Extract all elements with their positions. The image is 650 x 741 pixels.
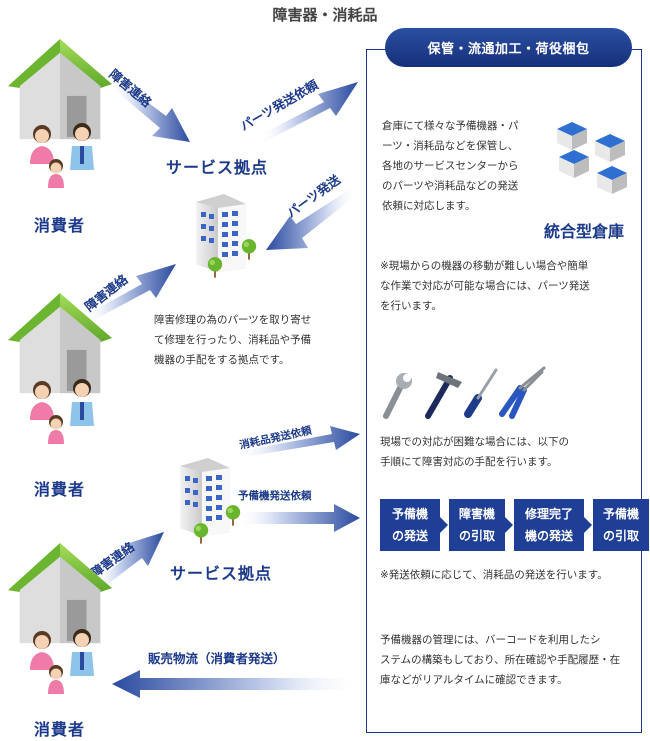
arrow-icon [266, 188, 358, 250]
tools-description: 現場での対応が困難な場合には、以下の 手順にて障害対応の手配を行います。 [380, 436, 569, 468]
panel-title-pill: 保管・流通加工・荷役梱包 [385, 28, 632, 67]
management-description: 予備機器の管理には、バーコードを利用したシ ステムの構築もしており、所在確認や手… [380, 634, 621, 686]
arrow-icon [112, 670, 362, 698]
hammer-icon [425, 372, 462, 419]
flow-step-3: 修理完了機の発送 [514, 499, 584, 551]
tree-icon [207, 257, 223, 278]
sales-logistics-label: 販売物流（消費者発送） [148, 651, 286, 666]
flow-arrow-icon [584, 517, 592, 533]
tree-icon [193, 523, 209, 544]
arrow-icon [236, 504, 360, 532]
consumer-label: 消費者 [34, 216, 86, 235]
family-icon [30, 123, 94, 188]
flow-step-1: 予備機の発送 [380, 499, 440, 551]
page-title: 障害器・消耗品 [272, 6, 378, 24]
tree-icon [225, 505, 241, 526]
warehouse-label: 統合型倉庫 [544, 222, 625, 241]
service-hub-description: 障害修理の為のパーツを取り寄せ て修理を行ったり、消耗品や予備 機器の手配をする… [154, 314, 312, 366]
pliers-icon [499, 366, 546, 419]
flow-arrow-icon [505, 517, 513, 533]
flow-step-4: 予備機の引取 [593, 499, 649, 551]
tree-icon [241, 239, 257, 260]
family-icon [30, 379, 94, 444]
consumable-note: ※発送依頼に応じて、消耗品の発送を行います。 [380, 569, 608, 581]
family-icon [30, 629, 94, 694]
screwdriver-icon [464, 368, 498, 418]
flow-step-2: 障害機の引取 [449, 499, 505, 551]
warehouse-description: 倉庫にて様々な予備機器・パ ーツ・消耗品などを保管し、 各地のサービスセンターか… [382, 120, 519, 212]
arrow-icon [236, 426, 360, 458]
flow-arrow-icon [440, 517, 448, 533]
warehouse-panel [366, 49, 642, 733]
arrow-icon [84, 264, 176, 322]
warehouse-icon [557, 122, 627, 194]
consumer-label: 消費者 [34, 720, 86, 739]
arrow-icon [258, 82, 358, 142]
spare-request-label: 予備機発送依頼 [238, 490, 312, 502]
parts-shipping-note: ※現場からの機器の移動が難しい場合や簡単 な作業で対応が可能な場合には、パーツ発… [380, 260, 590, 312]
consumer-label: 消費者 [34, 480, 86, 499]
arrow-icon [94, 532, 164, 590]
service-hub-label-1: サービス拠点 [166, 158, 269, 177]
service-hub-label-2: サービス拠点 [170, 564, 273, 583]
arrow-icon [110, 80, 190, 142]
wrench-icon [383, 373, 412, 419]
